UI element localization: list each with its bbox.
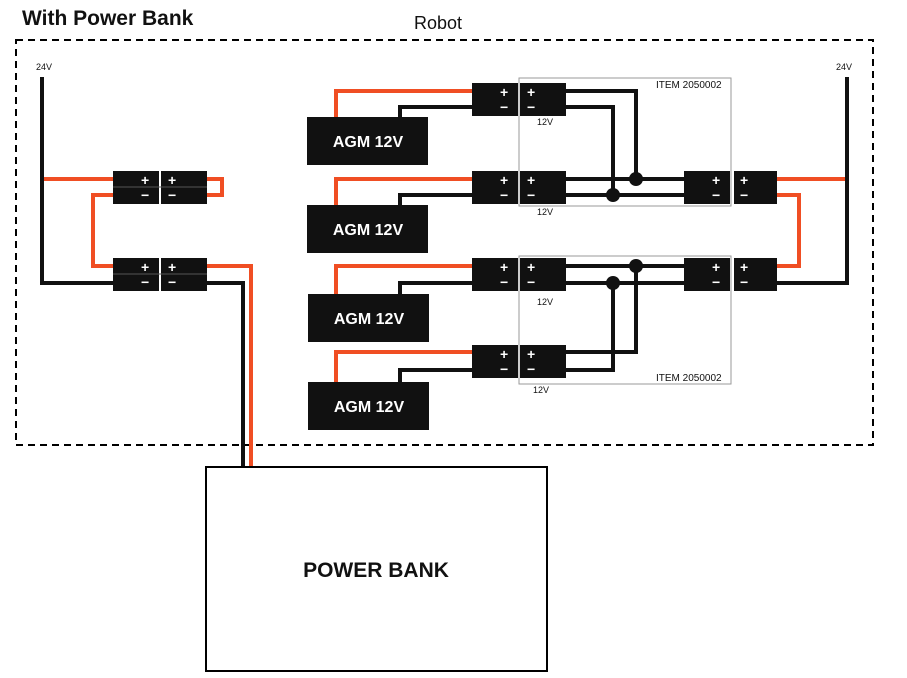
plus-symbol: + [141, 259, 149, 275]
wires [40, 77, 849, 466]
minus-symbol: − [527, 187, 535, 203]
item-box-bottom [518, 255, 732, 385]
minus-symbol: − [740, 187, 748, 203]
minus-symbol: − [712, 187, 720, 203]
minus-symbol: − [141, 187, 149, 203]
diagram-title: With Power Bank [22, 7, 194, 30]
wire-positive-right-main [777, 77, 849, 181]
minus-symbol: − [527, 361, 535, 377]
wire-battery4-negative [398, 368, 472, 382]
connector-voltage-label: 12V [533, 385, 549, 395]
battery-label: AGM 12V [334, 311, 405, 328]
minus-symbol: − [168, 187, 176, 203]
power-bank-label: POWER BANK [303, 559, 449, 582]
connector-voltage-label: 12V [537, 117, 553, 127]
minus-symbol: − [500, 274, 508, 290]
minus-symbol: − [712, 274, 720, 290]
plus-symbol: + [740, 259, 748, 275]
robot-label: Robot [414, 13, 462, 33]
minus-symbol: − [500, 361, 508, 377]
plus-symbol: + [527, 259, 535, 275]
connector-voltage-label: 12V [537, 297, 553, 307]
junction-dot [606, 188, 620, 202]
voltage-label-left: 24V [36, 62, 52, 72]
plus-symbol: + [712, 172, 720, 188]
plus-symbol: + [500, 259, 508, 275]
battery-1: AGM 12V [307, 117, 428, 165]
connector-battery-3 [472, 258, 566, 291]
connector-left-bottom [113, 258, 207, 291]
wire-item-bottom-d [566, 283, 615, 372]
wire-item-bottom-c [566, 266, 638, 354]
plus-symbol: + [527, 172, 535, 188]
battery-4: AGM 12V [308, 382, 429, 430]
plus-symbol: + [712, 259, 720, 275]
battery-3: AGM 12V [308, 294, 429, 342]
item-box-top [518, 77, 732, 207]
wire-negative-right-main [777, 77, 849, 285]
plus-symbol: + [500, 346, 508, 362]
minus-symbol: − [500, 99, 508, 115]
connector-left-top [113, 171, 207, 204]
wire-negative-left-main [40, 77, 113, 285]
plus-symbol: + [500, 84, 508, 100]
robot-enclosure [15, 39, 874, 446]
wire-battery2-negative [398, 193, 472, 205]
minus-symbol: − [527, 274, 535, 290]
wire-battery1-positive [334, 89, 472, 117]
battery-label: AGM 12V [334, 399, 405, 416]
connector-right-top [684, 171, 777, 204]
connector-battery-2 [472, 171, 566, 204]
wire-battery3-positive [334, 264, 472, 294]
wire-bridge-left [91, 193, 113, 268]
power-bank: POWER BANK [205, 466, 548, 672]
connector-symbols: + − + − + − + − + − + − + − + − + − + − … [141, 84, 748, 377]
plus-symbol: + [500, 172, 508, 188]
wire-loop-left-top [206, 177, 224, 197]
connector-right-bottom [684, 258, 777, 291]
wire-negative-powerbank [206, 281, 245, 466]
plus-symbol: + [527, 84, 535, 100]
minus-symbol: − [740, 274, 748, 290]
wire-battery1-negative [398, 105, 472, 117]
battery-label: AGM 12V [333, 134, 404, 151]
battery-2: AGM 12V [307, 205, 428, 253]
junction-dot [629, 172, 643, 186]
minus-symbol: − [168, 274, 176, 290]
wire-bridge-right [777, 193, 801, 268]
junction-dot [629, 259, 643, 273]
wire-item-top-b [566, 105, 615, 195]
wire-positive-powerbank [206, 264, 253, 466]
wire-item-top-a [566, 89, 638, 179]
item-label-bottom: ITEM 2050002 [656, 373, 722, 384]
connector-battery-4 [472, 345, 566, 378]
plus-symbol: + [168, 172, 176, 188]
plus-symbol: + [168, 259, 176, 275]
plus-symbol: + [740, 172, 748, 188]
battery-label: AGM 12V [333, 222, 404, 239]
minus-symbol: − [141, 274, 149, 290]
plus-symbol: + [527, 346, 535, 362]
connector-battery-1 [472, 83, 566, 116]
wire-positive-left-main [40, 77, 113, 181]
item-label-top: ITEM 2050002 [656, 80, 722, 91]
minus-symbol: − [500, 187, 508, 203]
junction-dot [606, 276, 620, 290]
connector-voltage-label: 12V [537, 207, 553, 217]
junction-dots [606, 172, 643, 290]
plus-symbol: + [141, 172, 149, 188]
minus-symbol: − [527, 99, 535, 115]
wire-battery2-positive [334, 177, 472, 205]
voltage-label-right: 24V [836, 62, 852, 72]
connectors [113, 83, 777, 378]
wire-battery3-negative [398, 281, 472, 294]
wire-battery4-positive [334, 350, 472, 382]
